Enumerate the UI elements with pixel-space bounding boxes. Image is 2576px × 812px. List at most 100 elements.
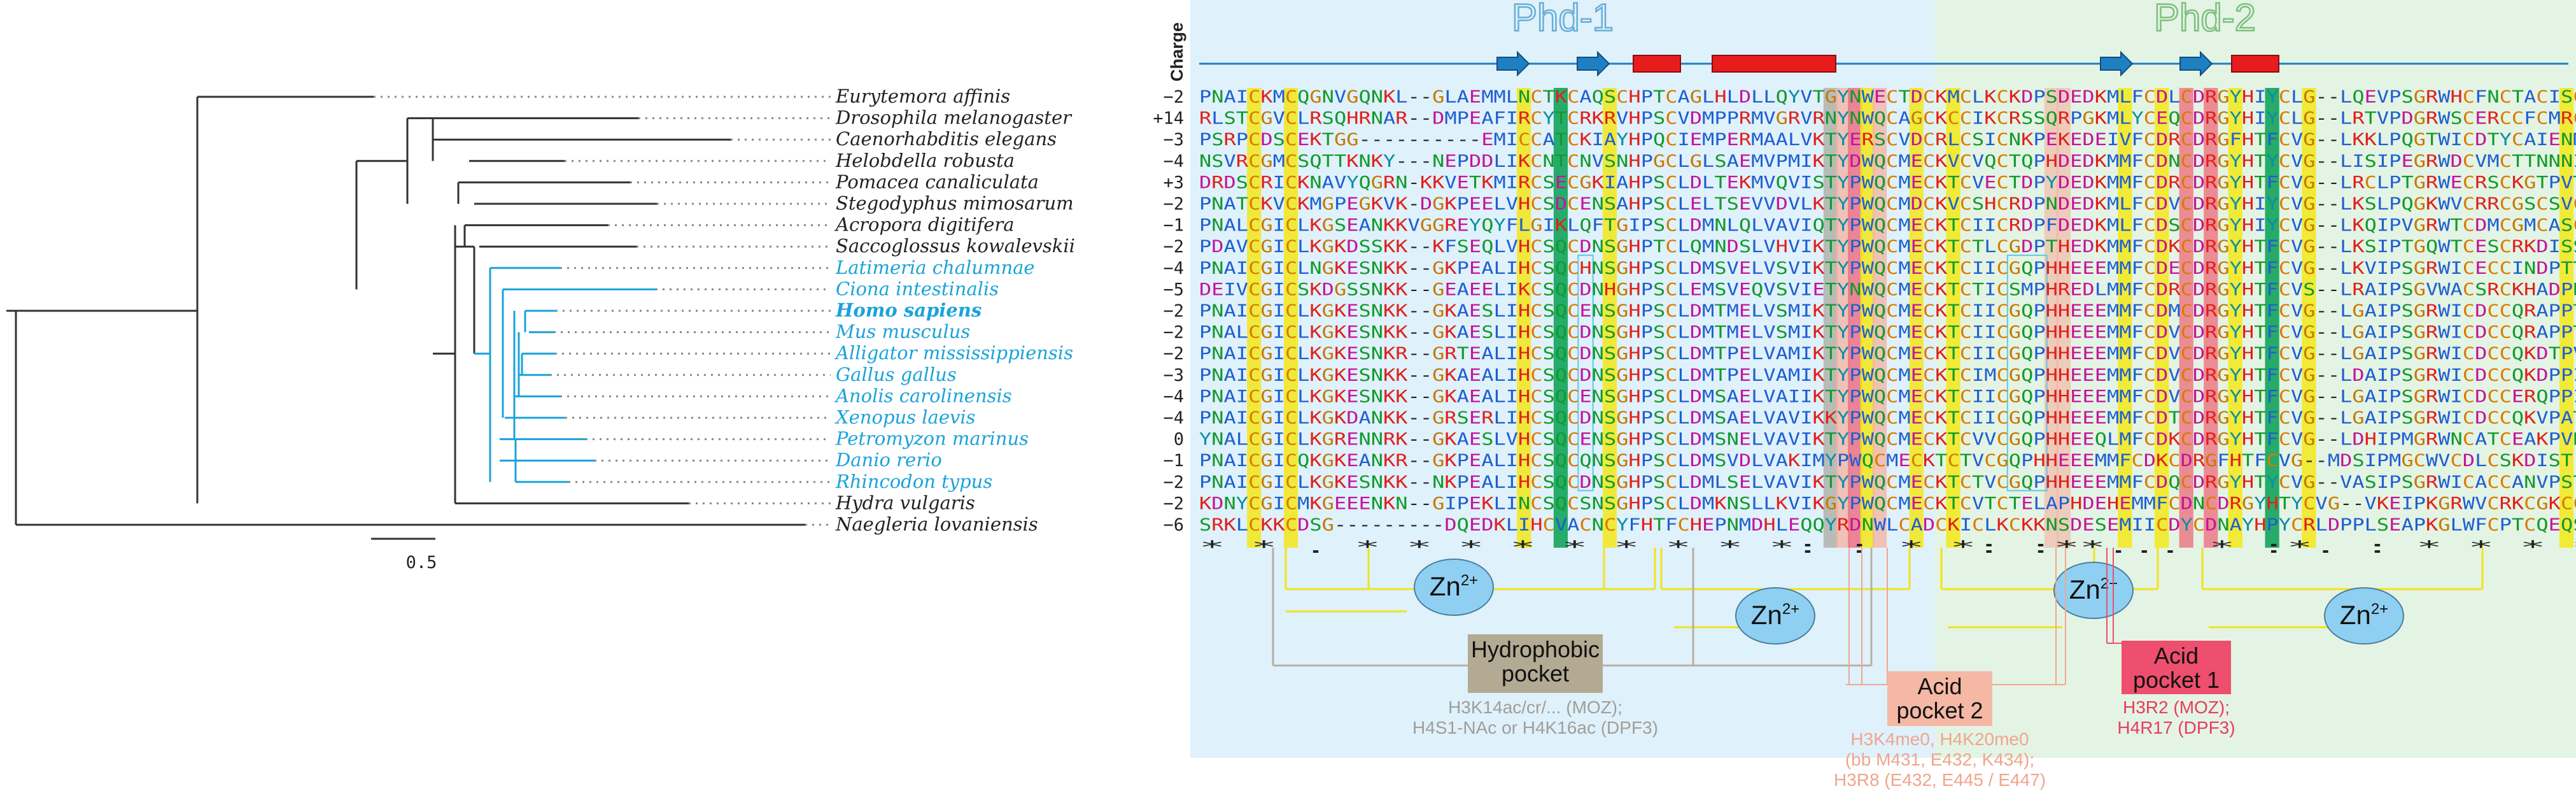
residue: T (2254, 430, 2266, 450)
residue: V (2291, 473, 2303, 492)
residue: P (2033, 408, 2045, 428)
residue: N (1371, 109, 1383, 129)
residue: C (1530, 194, 1542, 214)
residue: T (2254, 323, 2266, 343)
residue: C (1518, 130, 1530, 150)
residue: C (2181, 366, 2193, 385)
residue: G (1322, 494, 1334, 513)
residue: F (2266, 323, 2278, 343)
residue: H (2242, 301, 2254, 321)
residue: E (1346, 216, 1358, 236)
residue: S (1224, 109, 1236, 129)
residue: K (1309, 130, 1322, 150)
residue: W (2438, 408, 2451, 428)
residue: T (2524, 152, 2536, 171)
residue: - (2316, 87, 2328, 107)
residue: P (1641, 130, 1653, 150)
residue: L (1236, 323, 1248, 343)
residue: I (1800, 216, 1812, 236)
residue: C (1886, 408, 1898, 428)
residue: N (1432, 152, 1444, 171)
residue: C (2144, 280, 2156, 299)
residue: S (1653, 344, 1665, 364)
residue: D (2082, 130, 2094, 150)
residue: C (1886, 152, 1898, 171)
residue: V (2573, 344, 2576, 364)
residue: E (2095, 344, 2107, 364)
residue: N (1592, 451, 1604, 471)
net-charge: −4 (1163, 408, 1184, 428)
residue: C (1567, 152, 1579, 171)
residue: Q (1555, 473, 1567, 492)
residue: L (1751, 366, 1763, 385)
residue: C (2144, 344, 2156, 364)
residue: S (2487, 173, 2499, 192)
residue: P (2389, 259, 2401, 278)
residue: G (1322, 259, 1334, 278)
residue: Y (2266, 152, 2278, 171)
residue: S (2573, 515, 2576, 535)
residue: W (2438, 216, 2451, 236)
residue: K (1935, 344, 1948, 364)
residue: E (1555, 173, 1567, 192)
residue: C (2279, 109, 2291, 129)
residue: I (2377, 408, 2389, 428)
residue: C (2144, 237, 2156, 257)
residue: Q (1874, 430, 1886, 450)
residue: P (2377, 451, 2389, 471)
residue: P (2266, 515, 2278, 535)
residue: - (2328, 344, 2340, 364)
residue: G (2401, 451, 2413, 471)
residue: P (2033, 366, 2045, 385)
residue: P (1199, 216, 1211, 236)
residue: L (1236, 216, 1248, 236)
residue: A (2524, 430, 2536, 450)
residue: - (2328, 173, 2340, 192)
residue: E (2475, 259, 2487, 278)
zinc-symbol: Zn (1751, 600, 1782, 630)
residue: - (2316, 280, 2328, 299)
residue: T (2254, 259, 2266, 278)
residue: Q (1555, 408, 1567, 428)
residue: D (1690, 494, 1702, 513)
residue: H (2242, 109, 2254, 129)
residue: C (1665, 387, 1677, 406)
residue: E (1739, 301, 1751, 321)
residue: - (2316, 366, 2328, 385)
residue: D (2536, 344, 2548, 364)
residue: G (1432, 451, 1444, 471)
residue: F (2119, 451, 2131, 471)
residue: - (2328, 323, 2340, 343)
residue: D (2021, 194, 2033, 214)
residue: C (1248, 87, 1260, 107)
residue: M (1702, 259, 1714, 278)
residue: - (1457, 130, 1469, 150)
zinc-ion-circle (1414, 559, 1494, 616)
residue: W (1862, 344, 1875, 364)
residue: F (2266, 366, 2278, 385)
residue: C (1665, 130, 1677, 150)
residue: V (1972, 451, 1984, 471)
residue: H (2046, 259, 2058, 278)
residue: R (2205, 152, 2218, 171)
residue: R (2205, 130, 2218, 150)
residue: F (2254, 451, 2266, 471)
residue: Q (1874, 152, 1886, 171)
residue: E (1579, 301, 1591, 321)
residue: T (2573, 259, 2576, 278)
residue: L (1493, 280, 1505, 299)
residue: V (2438, 451, 2450, 471)
residue: V (2279, 451, 2291, 471)
residue: C (1665, 408, 1677, 428)
residue: C (2536, 109, 2548, 129)
residue: N (1224, 494, 1236, 513)
residue: S (2365, 473, 2377, 492)
residue: L (1297, 301, 1309, 321)
residue: G (1616, 430, 1628, 450)
species-name: Gallus gallus (836, 364, 957, 385)
residue: I (1273, 387, 1285, 406)
residue: H (1628, 494, 1640, 513)
residue: C (2156, 515, 2168, 535)
residue: E (2046, 130, 2058, 150)
residue: E (1469, 87, 1481, 107)
